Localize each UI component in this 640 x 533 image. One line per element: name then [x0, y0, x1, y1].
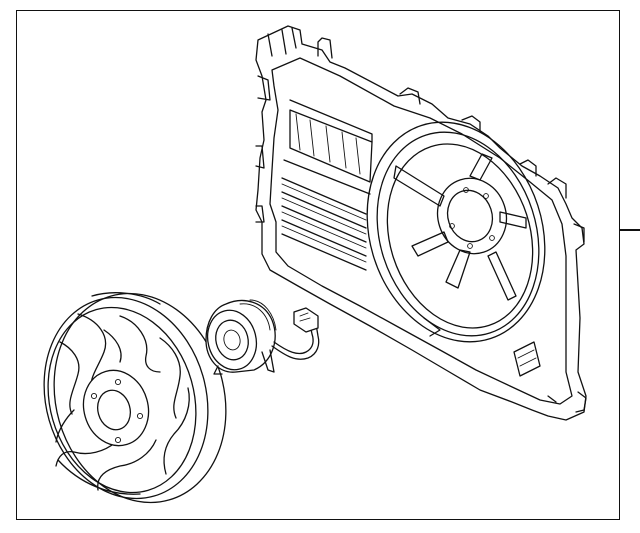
wiring-connector-icon [271, 307, 320, 360]
fan-blade-icon [43, 292, 227, 504]
fan-shroud-icon [255, 25, 587, 421]
fan-motor-icon [205, 299, 277, 375]
callout-leader-line [619, 229, 640, 231]
